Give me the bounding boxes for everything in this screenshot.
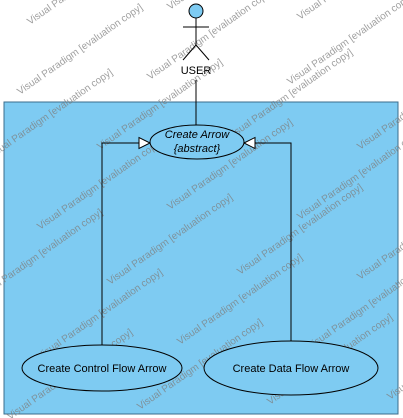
use-case-create-control-flow-ellipse [21,344,183,392]
use-case-create-arrow-label: Create Arrow [165,129,230,141]
use-case-create-data-flow-arrow[interactable]: Create Data Flow Arrow [203,340,379,396]
use-case-create-arrow-stereotype: {abstract} [174,143,221,155]
generalization-arrowhead-left [138,136,152,150]
use-case-create-data-flow-label: Create Data Flow Arrow [233,363,350,375]
watermark-text: Visual Paradigm [evaluation copy] [165,0,295,12]
use-case-create-data-flow-ellipse [203,340,379,396]
actor-label: USER [181,65,212,77]
actor-leg-right [195,44,210,61]
actor-user[interactable]: USER [181,3,212,77]
generalization-arrowhead-right [242,136,256,150]
use-case-create-control-flow-arrow[interactable]: Create Control Flow Arrow [21,344,183,392]
actor-leg-left [182,44,197,61]
use-case-create-control-flow-label: Create Control Flow Arrow [38,363,167,375]
use-case-create-arrow[interactable]: Create Arrow {abstract} [149,124,245,160]
actor-head-icon [188,3,204,19]
generalization-control-flow [101,142,140,345]
use-case-create-arrow-ellipse [149,124,245,160]
generalization-data-flow [254,142,292,341]
